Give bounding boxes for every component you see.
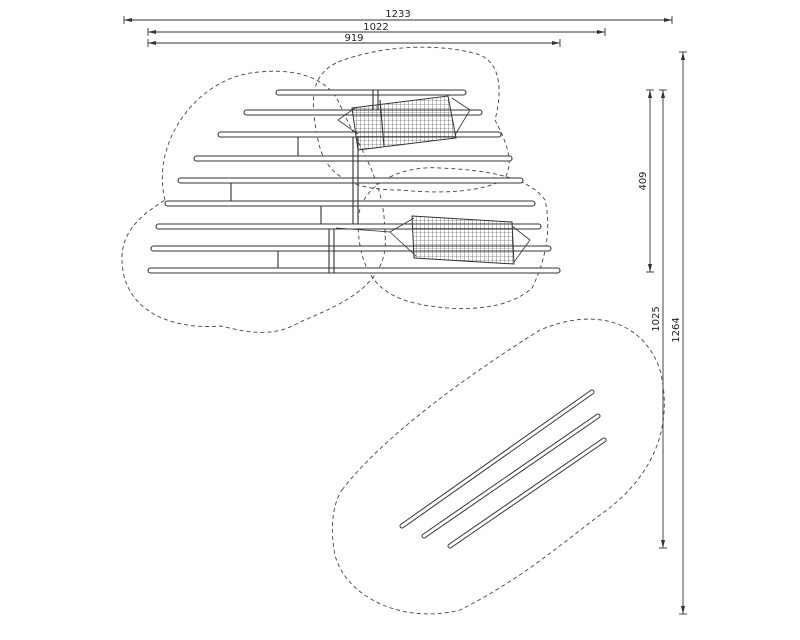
dimension-label-919: 919 [344,33,363,44]
dimension-overall-width: 1233 [123,9,673,24]
dimension-label-1022: 1022 [363,22,388,33]
balance-beams [399,389,607,549]
bar-5 [177,177,524,184]
safety-zone-bottom-right [357,167,549,310]
dimension-label-1025: 1025 [651,306,662,331]
dimension-middle-height: 1025 [651,89,667,549]
net-hammock-upper [337,95,471,151]
safety-zone-balance-area [331,318,665,615]
support-posts [230,90,379,273]
dimension-overall-height: 1264 [671,51,687,615]
bar-9 [147,267,561,274]
safety-zone-top-right [313,46,510,193]
dimension-middle-width: 1022 [147,22,606,36]
dimension-label-1233: 1233 [385,9,410,20]
safety-zone-left [121,70,386,333]
dimension-upper-height: 409 [638,89,654,273]
dimension-label-409: 409 [638,171,649,190]
dimension-inner-width: 919 [147,33,561,47]
dimension-label-1264: 1264 [671,317,682,342]
net-hammock-lower [335,215,531,265]
bar-6 [164,200,536,207]
bar-1 [275,89,467,96]
